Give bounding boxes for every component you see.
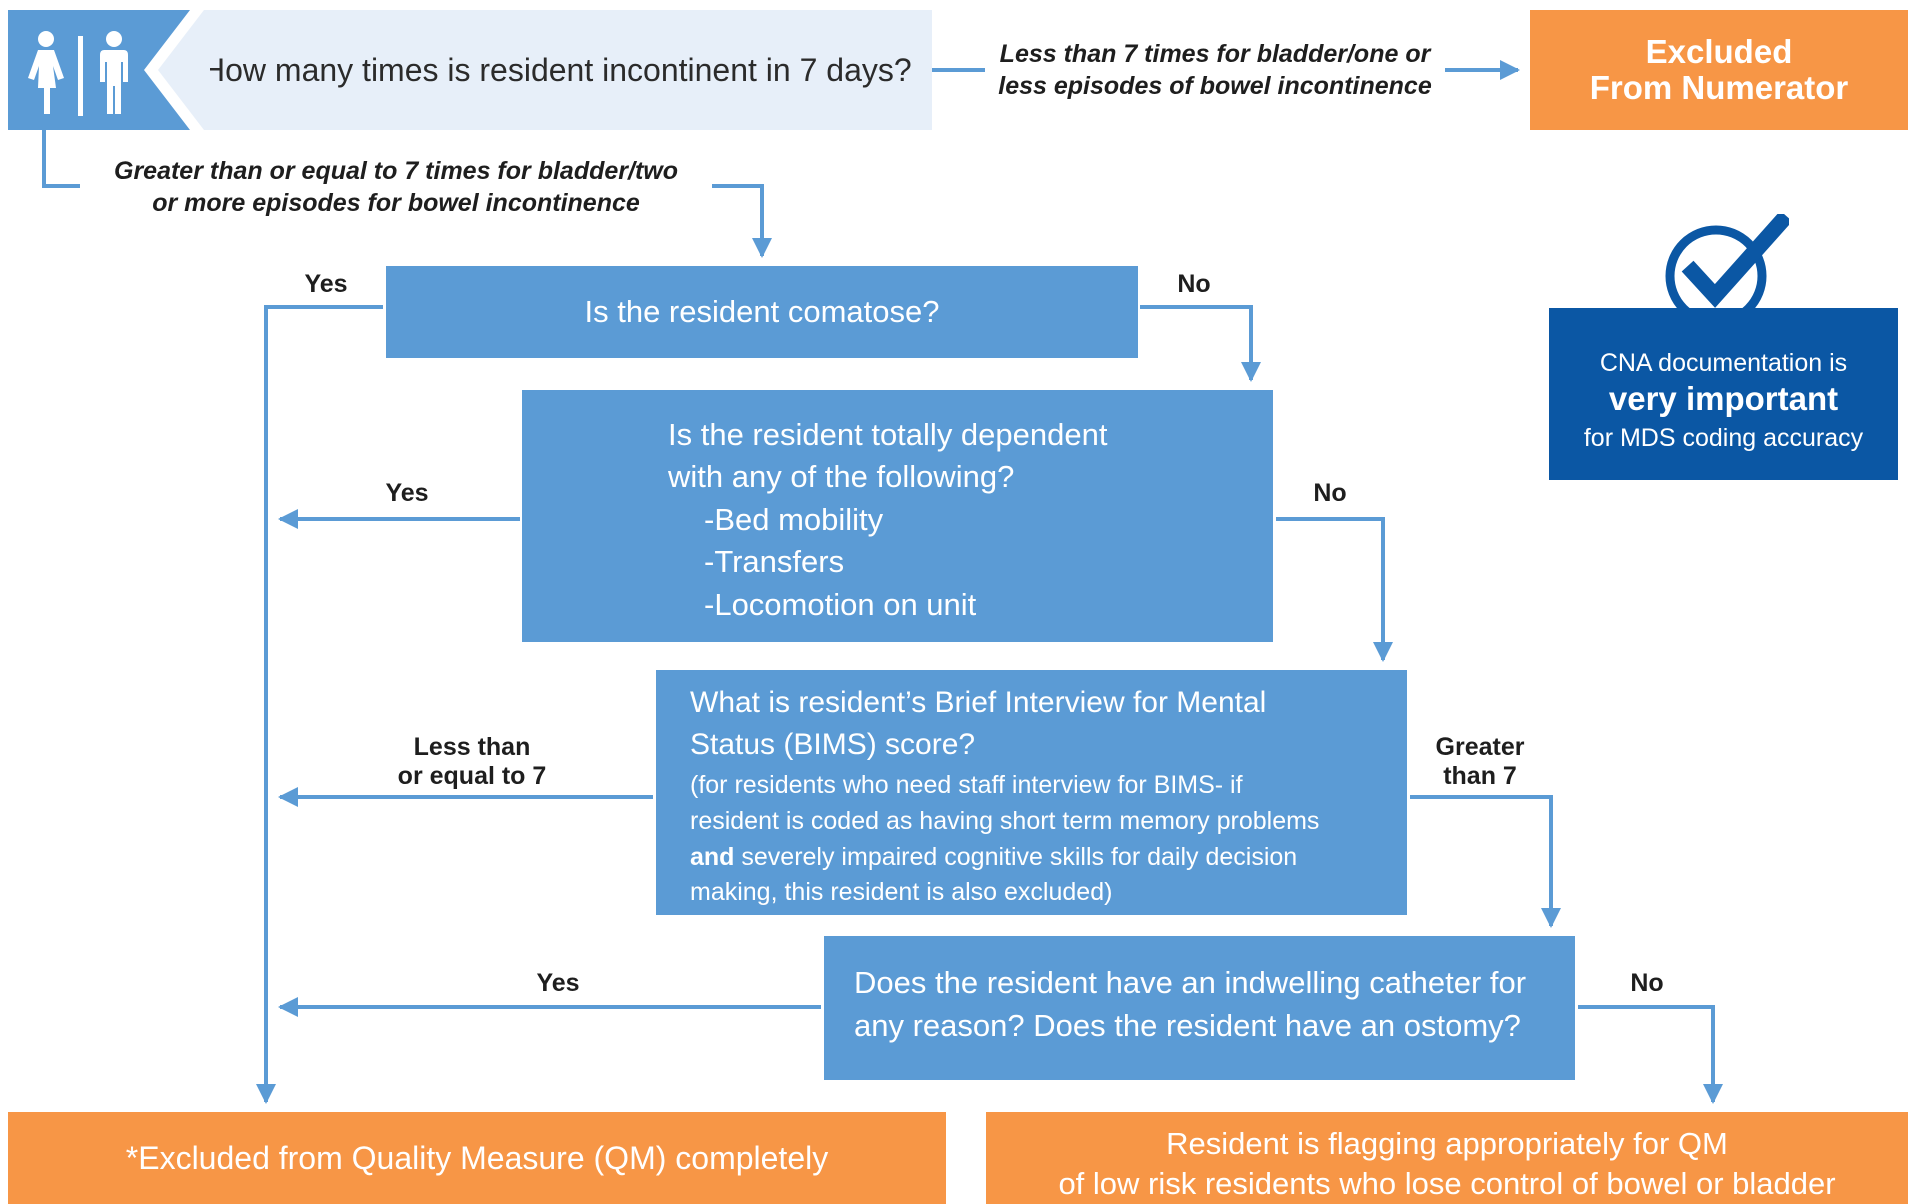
bims-question-box: What is resident’s Brief Interview for M… — [656, 670, 1407, 915]
excluded-from-qm-text: *Excluded from Quality Measure (QM) comp… — [125, 1139, 829, 1176]
bims-note: (for residents who need staff interview … — [690, 771, 1320, 907]
comatose-yes-label: Yes — [304, 270, 348, 298]
excluded-label: Excluded — [1645, 32, 1793, 70]
catheter-yes-label: Yes — [536, 969, 580, 997]
transfers-item: -Transfers — [704, 544, 845, 580]
flagging-qm-line: Resident is flagging appropriately for Q… — [1166, 1126, 1728, 1161]
dependency-no-label: No — [1313, 479, 1347, 507]
flagging-qm-box: Resident is flagging appropriately for Q… — [986, 1112, 1908, 1204]
excluded-from-qm-box: *Excluded from Quality Measure (QM) comp… — [8, 1112, 946, 1204]
man-icon — [100, 31, 128, 114]
callout-emphasis: very important — [1608, 379, 1839, 417]
cna-documentation-callout: CNA documentation is very important for … — [1549, 308, 1898, 480]
from-numerator-label: From Numerator — [1589, 69, 1849, 106]
chevron-icon — [132, 10, 210, 130]
comatose-question-text: Is the resident comatose? — [584, 294, 940, 329]
dependency-question-line: with any of the following? — [668, 459, 1015, 495]
divider-icon — [78, 36, 83, 116]
comatose-question-box: Is the resident comatose? — [386, 266, 1138, 358]
bed-mobility-item: -Bed mobility — [704, 501, 884, 537]
incontinence-question-text: How many times is resident incontinent i… — [202, 51, 912, 88]
callout-line: for MDS coding accuracy — [1583, 423, 1864, 452]
greater-than-7-label: Greater than or equal to 7 times for bla… — [114, 157, 678, 217]
callout-line: CNA documentation is — [1599, 349, 1848, 377]
bims-low-label: Less than or equal to 7 — [397, 733, 547, 790]
locomotion-item: -Locomotion on unit — [704, 586, 977, 622]
arrow-dependent-no — [1276, 517, 1393, 662]
flagging-qm-line: of low risk residents who lose control o… — [1058, 1165, 1836, 1201]
dependency-yes-label: Yes — [385, 479, 429, 507]
comatose-no-label: No — [1177, 270, 1211, 298]
catheter-question-box: Does the resident have an indwelling cat… — [824, 936, 1575, 1080]
arrow-bims-high — [1410, 795, 1561, 928]
incontinence-question: How many times is resident incontinent i… — [200, 10, 932, 130]
arrow-catheter-no — [1578, 1005, 1723, 1104]
dependency-question-box: Is the resident totally dependent with a… — [522, 390, 1273, 642]
checkmark-circle-icon — [1665, 214, 1789, 327]
bims-question-line: Status (BIMS) score? — [690, 728, 976, 761]
woman-icon — [28, 31, 64, 114]
bims-high-label: Greater than 7 — [1435, 733, 1525, 790]
less-than-7-label: Less than 7 times for bladder/one or les… — [998, 40, 1432, 100]
catheter-no-label: No — [1630, 969, 1664, 997]
arrow-comatose-yes — [256, 305, 383, 1104]
arrow-greater-right — [712, 184, 772, 258]
catheter-question-line: Does the resident have an indwelling cat… — [854, 965, 1527, 1000]
arrow-greater-left — [42, 130, 80, 188]
arrow-comatose-no — [1140, 305, 1261, 382]
dependency-question-line: Is the resident totally dependent — [668, 417, 1108, 452]
bims-question-line: What is resident’s Brief Interview for M… — [690, 686, 1267, 719]
catheter-question-line: any reason? Does the resident have an os… — [854, 1007, 1521, 1043]
excluded-from-numerator-box: Excluded From Numerator — [1530, 10, 1908, 130]
